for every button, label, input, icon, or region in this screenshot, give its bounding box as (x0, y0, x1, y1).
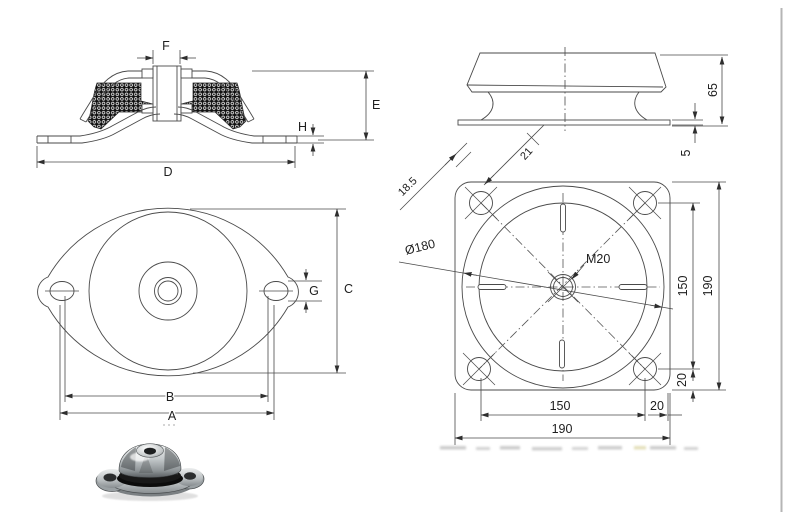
scan-artifact-dots (163, 424, 175, 426)
rubber-waist-left (480, 91, 494, 121)
leader-m20 (571, 264, 585, 280)
dim-5 (672, 103, 703, 143)
photo-chrome-bell (118, 443, 182, 478)
leader-dia180 (398, 261, 674, 310)
dim-label-H: H (298, 120, 307, 134)
side-slots (45, 281, 293, 301)
photo-ear-hole-right (184, 472, 196, 480)
dim-label-18-5: 18.5 (396, 175, 420, 199)
leader-21 (483, 124, 545, 186)
dim-label-h20: 20 (650, 399, 664, 413)
flange-top-view: 18.5 21 Ø180 M20 150 190 20 150 20 190 (396, 124, 726, 451)
dim-H (297, 124, 324, 156)
dim-B (64, 296, 269, 402)
dim-label-C: C (344, 282, 353, 296)
rubber-waist-right (634, 91, 648, 121)
dim-label-E: E (372, 98, 380, 112)
photo-center-recess (144, 447, 156, 455)
dim-E (252, 70, 374, 141)
square-plate (454, 181, 671, 391)
photo-ear-hole-left (103, 473, 117, 482)
center-sleeve (141, 65, 193, 122)
dim-label-h150: 150 (550, 399, 571, 413)
dim-label-5: 5 (679, 149, 693, 156)
bolt-hole-outer (154, 277, 182, 305)
outer-circle-180 (461, 185, 665, 389)
dim-label-v190: 190 (701, 276, 715, 297)
watermark-remnant (440, 446, 698, 451)
dim-label-v20: 20 (675, 373, 689, 387)
dim-C (190, 208, 346, 374)
dim-bottom-row (454, 378, 682, 445)
rubber-slots (477, 203, 648, 369)
dim-label-D: D (163, 165, 172, 179)
dim-label-65: 65 (706, 83, 720, 97)
product-photo (95, 443, 205, 501)
base-plate-section (36, 106, 298, 144)
dim-label-G: G (309, 284, 319, 298)
dim-label-B: B (166, 390, 174, 404)
oval-top-view: G C B A (37, 207, 353, 426)
dim-label-m20: M20 (586, 252, 610, 266)
corner-holes (462, 186, 662, 386)
dim-F (137, 50, 196, 64)
dim-label-A: A (168, 409, 177, 423)
dim-label-h190: 190 (552, 422, 573, 436)
cap-outline (79, 70, 255, 123)
boss-circle (138, 261, 198, 321)
dim-A (59, 305, 275, 420)
dim-label-dia180: Ø180 (403, 237, 436, 258)
side-elevation-view: 65 5 (457, 47, 728, 156)
dim-label-F: F (162, 39, 170, 53)
dim-label-v150: 150 (676, 276, 690, 297)
bolt-hole-inner (157, 280, 179, 302)
dim-G (288, 269, 322, 313)
rubber-outer-circle (88, 211, 248, 371)
cross-section-view: F E H D (36, 39, 380, 179)
leader-18-5 (399, 142, 472, 211)
flange-outline (37, 207, 299, 377)
dim-D (36, 146, 296, 168)
dim-65 (660, 54, 728, 127)
dim-right-column (658, 181, 726, 402)
base-plate (457, 119, 671, 126)
photo-base-plate (95, 468, 205, 497)
